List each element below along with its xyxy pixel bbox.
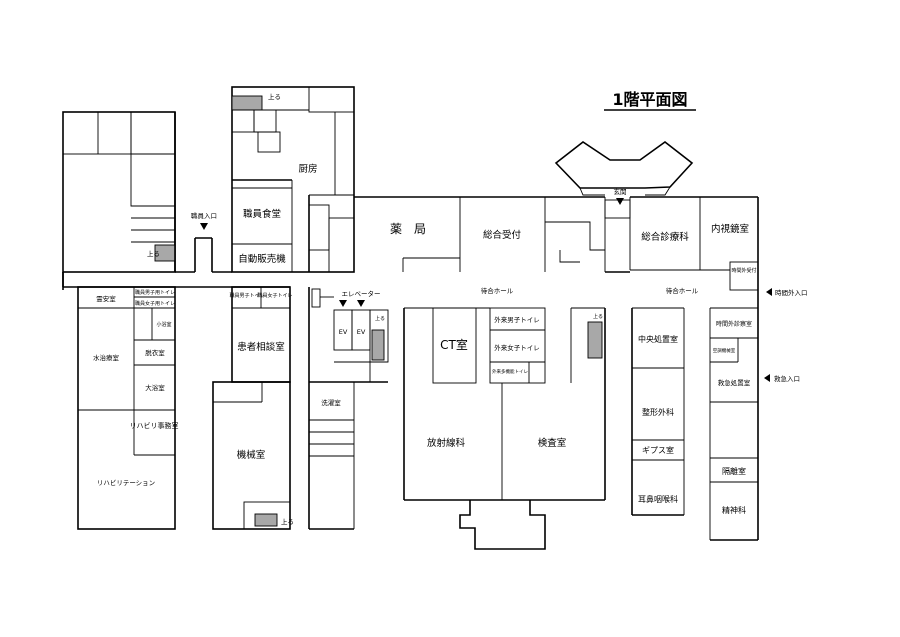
consultation-block [212, 286, 291, 530]
room-ct: CT室 [440, 337, 468, 352]
main-entrance-label: 玄関 [614, 187, 627, 196]
room-endoscopy: 内視鏡室 [711, 223, 749, 235]
emergency-entrance-arrow-icon [764, 374, 770, 382]
room-after-hours-reception: 時間外受付 [731, 267, 756, 274]
room-large-bath: 大浴室 [145, 383, 165, 392]
room-examination: 検査室 [538, 437, 567, 449]
waiting-hall-right: 待合ホール [666, 286, 699, 295]
elevator-label: エレベーター [342, 289, 381, 298]
room-out-toilet-f: 外来女子トイレ [494, 343, 540, 352]
room-ev2: EV [357, 328, 366, 336]
room-out-toilet-multi: 外来多機能トイレ [492, 368, 528, 375]
staff-entrance-arrow-icon [200, 223, 208, 230]
room-vending: 自動販売機 [238, 253, 286, 265]
after-hours-entrance-arrow-icon [766, 288, 772, 296]
rehab-block [77, 286, 176, 530]
room-rehab-office: リハビリ事務室 [130, 421, 179, 430]
room-consultation: 患者相談室 [237, 341, 285, 353]
room-after-hours-clinic: 時間外診察室 [716, 320, 752, 328]
room-staff-toilet-f: 職員女子トイレ [257, 292, 292, 299]
room-staff-toilet-m-small: 職員男子用トイレ [135, 289, 175, 296]
room-kitchen: 厨房 [298, 163, 317, 175]
room-out-toilet-m: 外来男子トイレ [494, 315, 540, 324]
room-emergency-treatment: 救急処置室 [718, 378, 751, 387]
room-staff-toilet-m: 職員男子トイレ [229, 292, 264, 299]
room-small-bath: 小浴室 [156, 321, 171, 328]
left-wing [62, 111, 213, 273]
center-top-block [308, 141, 694, 273]
room-orthopedics: 整形外科 [642, 407, 674, 417]
room-general-clinic: 総合診療科 [641, 231, 689, 243]
room-radiology: 放射線科 [427, 437, 466, 449]
room-rehabilitation: リハビリテーション [97, 478, 155, 487]
ev-stairs-label: 上る [375, 315, 385, 322]
room-pharmacy: 薬 局 [390, 222, 426, 236]
room-ent: 耳鼻咽喉科 [638, 494, 678, 504]
main-entrance-arrow-icon [616, 198, 624, 205]
staff-entrance-label: 職員入口 [191, 211, 217, 220]
room-machine: 機械室 [237, 449, 266, 461]
elevator-laundry-block [308, 287, 389, 530]
room-mortuary: 霊安室 [96, 294, 116, 303]
room-isolation: 隔離室 [722, 466, 746, 476]
right-lower-block [631, 307, 758, 541]
after-hours-entrance-label: 時間外入口 [775, 288, 808, 297]
room-dressing: 脱衣室 [145, 348, 165, 357]
kitchen-stairs-label: 上る [268, 92, 281, 101]
machine-stairs-label: 上る [281, 517, 294, 526]
room-ev1: EV [339, 328, 348, 336]
room-laundry: 洗濯室 [321, 398, 341, 407]
room-psychiatry: 精神科 [722, 505, 746, 515]
room-staff-toilet-f-small: 職員女子用トイレ [135, 300, 175, 307]
ev2-arrow-icon [357, 300, 365, 307]
plan-title: 1階平面図 [612, 90, 687, 109]
ev1-arrow-icon [339, 300, 347, 307]
room-reception: 総合受付 [483, 229, 522, 241]
room-ac-machine: 空調機械室 [713, 347, 736, 354]
room-staff-cafeteria: 職員食堂 [243, 208, 281, 220]
room-hydrotherapy: 水治療室 [93, 353, 120, 362]
exam-stairs-label: 上る [593, 313, 603, 320]
room-central-treatment: 中央処置室 [638, 334, 678, 344]
kitchen-block [231, 86, 355, 273]
waiting-hall-center: 待合ホール [481, 286, 514, 295]
room-cast: ギプス室 [642, 445, 674, 455]
right-top-block [629, 196, 759, 540]
stairs-up-label: 上る [147, 249, 160, 258]
emergency-entrance-label: 救急入口 [774, 374, 800, 383]
radiology-block [403, 307, 606, 550]
